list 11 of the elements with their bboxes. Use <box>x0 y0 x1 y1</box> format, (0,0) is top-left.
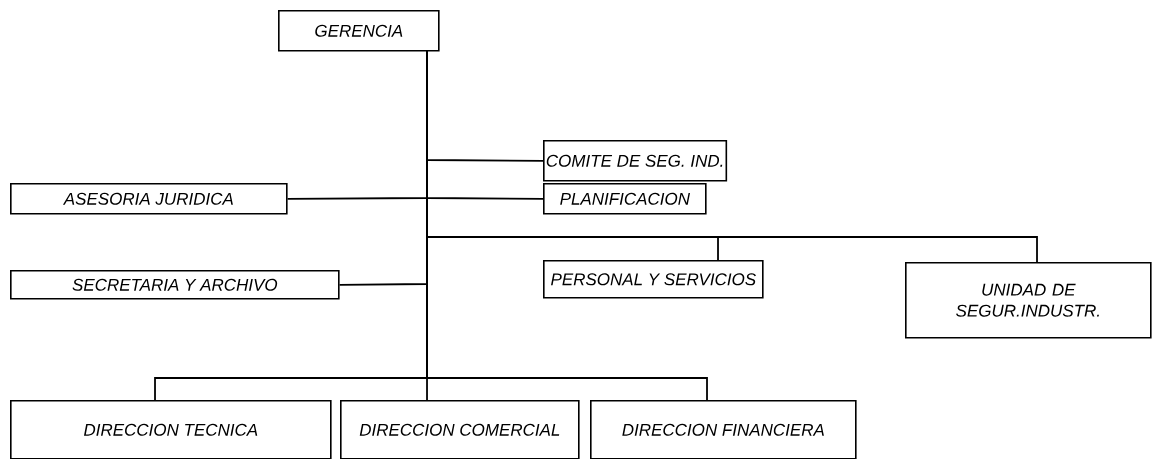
org-box: DIRECCION FINANCIERA <box>590 400 857 459</box>
org-box: PERSONAL Y SERVICIOS <box>543 260 764 299</box>
org-box: PLANIFICACION <box>543 183 707 215</box>
org-box: GERENCIA <box>278 10 440 52</box>
org-box: DIRECCION TECNICA <box>10 400 332 459</box>
connector-line <box>426 50 708 401</box>
org-box: UNIDAD DE SEGUR.INDUSTR. <box>905 262 1152 339</box>
org-box: COMITE DE SEG. IND. <box>543 140 728 182</box>
org-box: SECRETARIA Y ARCHIVO <box>10 270 340 300</box>
org-box: DIRECCION COMERCIAL <box>340 400 580 459</box>
org-box: ASESORIA JURIDICA <box>10 183 288 215</box>
